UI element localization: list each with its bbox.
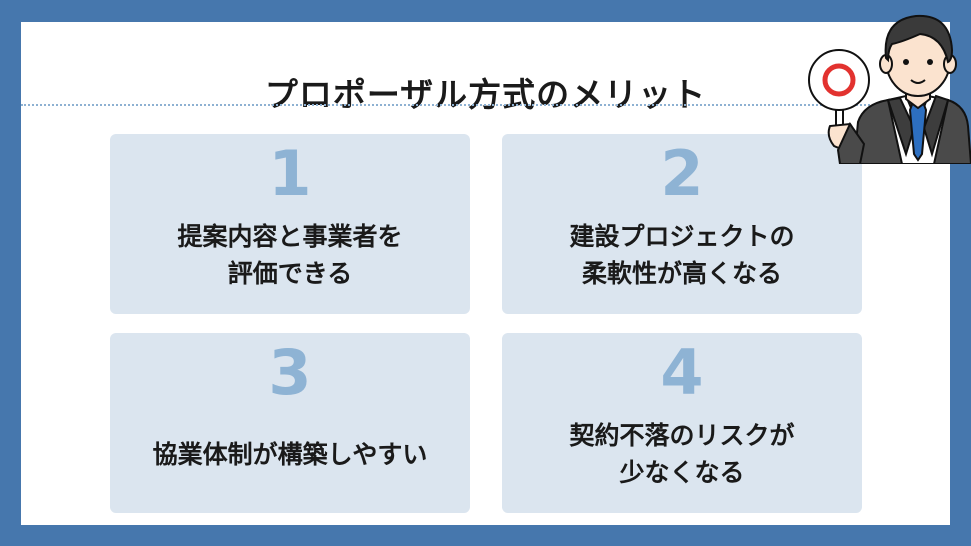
merit-number: 2 (660, 137, 704, 210)
merit-card-4: 4 契約不落のリスクが 少なくなる (502, 333, 862, 513)
merit-text-line-1: 建設プロジェクトの (569, 222, 795, 251)
merit-text-line-2: 評価できる (227, 259, 353, 288)
merit-text: 協業体制が構築しやすい (120, 415, 460, 493)
merit-text-line-1: 協業体制が構築しやすい (152, 439, 428, 469)
merit-number: 3 (268, 336, 312, 409)
merit-text: 提案内容と事業者を 評価できる (120, 216, 460, 294)
merit-card-2: 2 建設プロジェクトの 柔軟性が高くなる (502, 134, 862, 314)
merit-text-line-1: 契約不落のリスクが (569, 421, 795, 450)
merit-text: 建設プロジェクトの 柔軟性が高くなる (512, 216, 852, 294)
businessman-holding-circle-sign-icon (808, 14, 971, 164)
merit-text: 契約不落のリスクが 少なくなる (512, 415, 852, 493)
merit-text-line-2: 少なくなる (619, 458, 745, 487)
page-title: プロポーザル方式のメリット (264, 75, 707, 114)
merit-number: 1 (268, 137, 312, 210)
title-divider (21, 104, 950, 106)
merit-card-1: 1 提案内容と事業者を 評価できる (110, 134, 470, 314)
merit-number: 4 (660, 336, 704, 409)
content-panel: プロポーザル方式のメリット 1 提案内容と事業者を 評価できる 2 建設プロジェ… (21, 22, 950, 525)
merit-text-line-2: 柔軟性が高くなる (581, 259, 782, 288)
merit-card-3: 3 協業体制が構築しやすい (110, 333, 470, 513)
merit-text-line-1: 提案内容と事業者を (177, 222, 403, 251)
